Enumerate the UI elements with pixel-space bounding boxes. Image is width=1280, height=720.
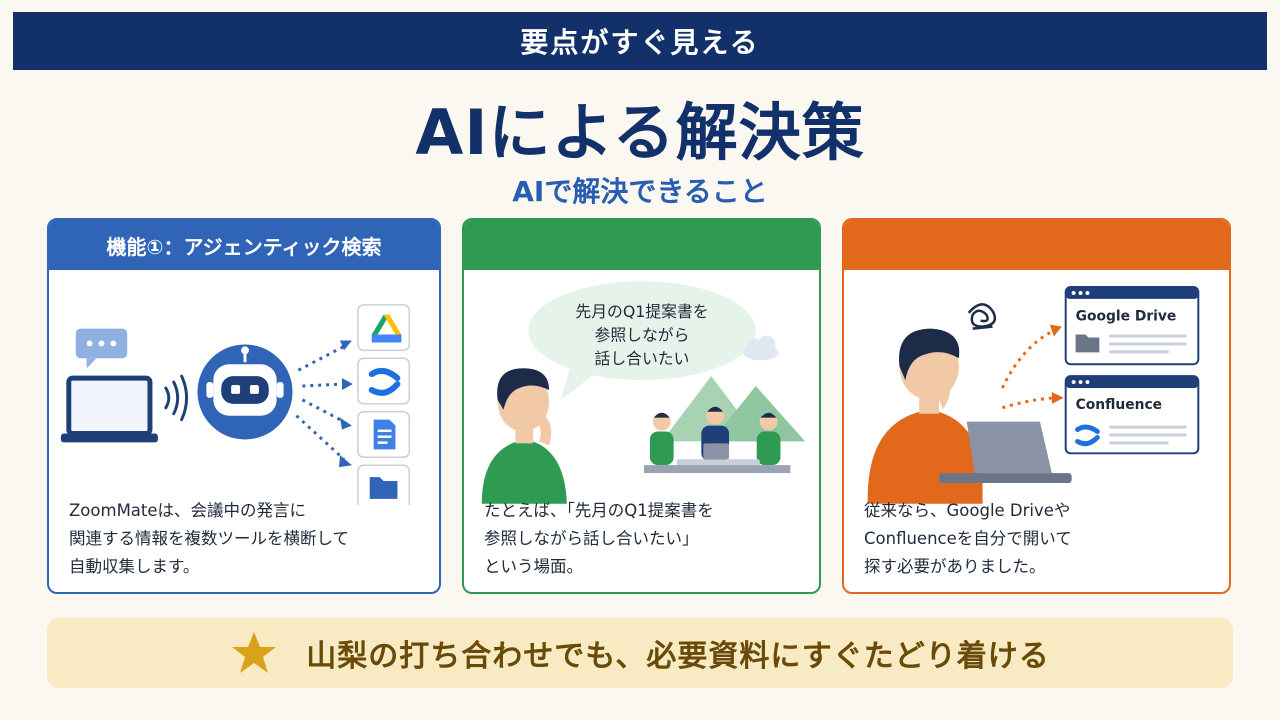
dotted-arrows — [295, 345, 345, 461]
bottom-banner: 山梨の打ち合わせでも、必要資料にすぐたどり着ける — [47, 618, 1233, 688]
card-header-label: 機能①：アジェンティック検索 — [106, 234, 382, 259]
card-traditional-method: Google Drive Confluence 従来なら、Google Driv… — [842, 218, 1231, 594]
cloud-icon — [742, 335, 779, 361]
bottom-message: 山梨の打ち合わせでも、必要資料にすぐたどり着ける — [306, 639, 1050, 674]
confluence-tile — [357, 357, 411, 405]
description-line: 関連する情報を複数ツールを横断して — [69, 529, 350, 548]
manual-search-illustration: Google Drive Confluence — [867, 286, 1200, 504]
thinking-person — [481, 368, 567, 504]
card-agentic-search: 機能①：アジェンティック検索 — [47, 218, 441, 594]
card-header-agentic-search: 機能①：アジェンティック検索 — [49, 220, 439, 270]
arrow-heads — [1049, 324, 1064, 404]
confused-scribble-icon — [967, 303, 997, 330]
top-banner: 要点がすぐ見える — [13, 12, 1267, 70]
banner-text: 要点がすぐ見える — [520, 26, 760, 59]
card-header-traditional — [844, 220, 1229, 270]
description-line: 自動収集します。 — [69, 557, 200, 576]
folder-tile — [357, 464, 411, 505]
description-line: ZoomMateは、会議中の発言に — [69, 501, 307, 520]
dotted-arrows — [1001, 329, 1055, 410]
card-description: たとえば、「先月のQ1提案書を 参照しながら話し合いたい」 という場面。 — [484, 497, 805, 581]
card-description: 従来なら、Google Driveや Confluenceを自分で開いて 探す必… — [864, 497, 1215, 581]
agentic-search-illustration — [60, 304, 411, 505]
description-line: という場面。 — [484, 557, 583, 576]
description-line: 従来なら、Google Driveや — [864, 501, 1071, 520]
meeting-group — [643, 406, 791, 474]
window-title: Google Drive — [1076, 309, 1177, 325]
chat-bubble-icon — [75, 328, 128, 369]
window-title: Confluence — [1076, 397, 1162, 413]
description-line: たとえば、「先月のQ1提案書を — [484, 501, 714, 520]
description-line: 参照しながら話し合いたい」 — [484, 529, 699, 548]
confluence-window: Confluence — [1064, 375, 1200, 455]
card-header-scenario — [464, 220, 819, 270]
page-subtitle: AIで解決できること — [512, 175, 768, 208]
google-drive-tile — [357, 304, 411, 352]
bubble-line: 話し合いたい — [595, 349, 690, 368]
google-drive-window: Google Drive — [1064, 286, 1200, 366]
speech-bubble: 先月のQ1提案書を 参照しながら 話し合いたい — [528, 281, 756, 400]
google-docs-tile — [357, 411, 411, 459]
description-line: Confluenceを自分で開いて — [864, 529, 1072, 548]
signal-waves-icon — [164, 374, 189, 422]
meeting-illustration: 先月のQ1提案書を 参照しながら 話し合いたい — [481, 281, 806, 504]
page-title: AIによる解決策 — [415, 96, 865, 169]
mountains — [661, 376, 806, 442]
bubble-line: 先月のQ1提案書を — [575, 302, 708, 321]
arrow-heads — [339, 340, 353, 468]
description-line: 探す必要がありました。 — [864, 557, 1046, 576]
ai-robot-icon — [197, 344, 293, 440]
laptop-icon — [939, 421, 1072, 484]
card-example-scenario: 先月のQ1提案書を 参照しながら 話し合いたい — [462, 218, 821, 594]
bubble-line: 参照しながら — [595, 326, 690, 345]
card-description: ZoomMateは、会議中の発言に 関連する情報を複数ツールを横断して 自動収集… — [69, 497, 425, 581]
laptop-icon — [60, 375, 158, 443]
star-icon — [232, 632, 277, 673]
